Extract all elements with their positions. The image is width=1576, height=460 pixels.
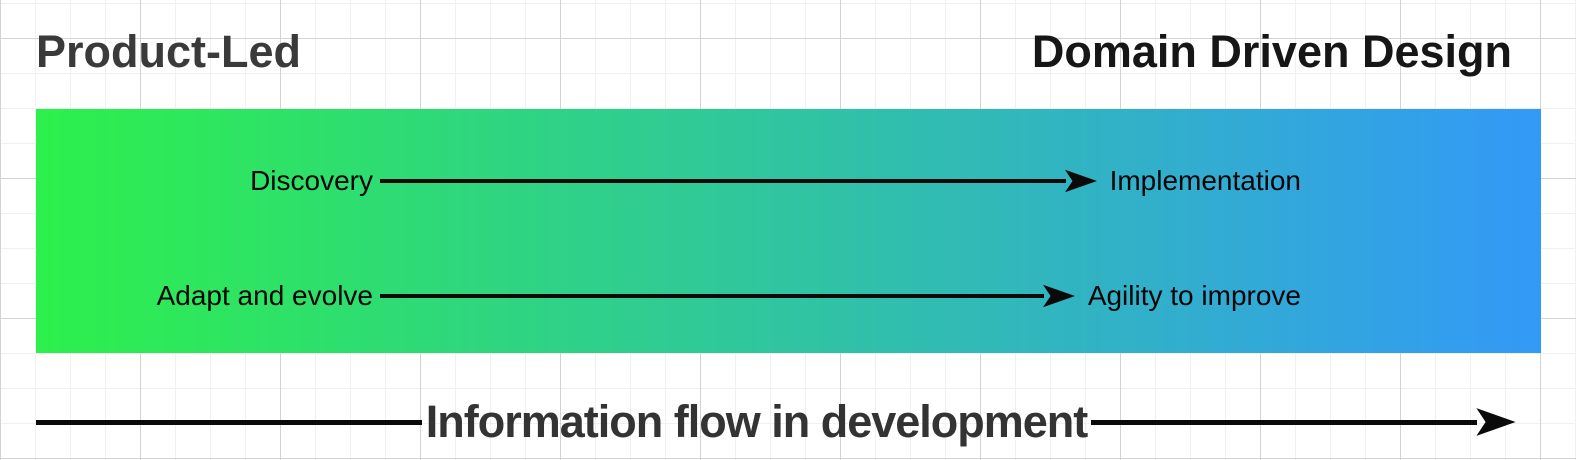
flow-to-label: Agility to improve bbox=[1087, 280, 1301, 311]
arrow-head-icon bbox=[1476, 408, 1516, 436]
flow-from-label: Adapt and evolve bbox=[156, 280, 373, 311]
flow-row-discovery: Discovery Implementation bbox=[36, 153, 1541, 209]
arrow-head-icon bbox=[1064, 169, 1097, 193]
arrow-line bbox=[1091, 419, 1478, 425]
flow-row-adapt: Adapt and evolve Agility to improve bbox=[36, 268, 1541, 324]
right-title: Domain Driven Design bbox=[1031, 26, 1512, 77]
arrow-head-icon bbox=[1042, 284, 1075, 308]
arrow-line bbox=[380, 294, 1044, 298]
arrow-line bbox=[36, 419, 422, 425]
left-title: Product-Led bbox=[36, 26, 301, 77]
information-flow-label: Information flow in development bbox=[425, 396, 1089, 447]
arrow-line bbox=[380, 179, 1066, 183]
information-flow-arrow: Information flow in development bbox=[36, 395, 1516, 449]
flow-from-label: Discovery bbox=[250, 165, 373, 196]
gradient-bar: Discovery Implementation Adapt and evolv… bbox=[36, 109, 1541, 353]
flow-to-label: Implementation bbox=[1109, 165, 1301, 196]
